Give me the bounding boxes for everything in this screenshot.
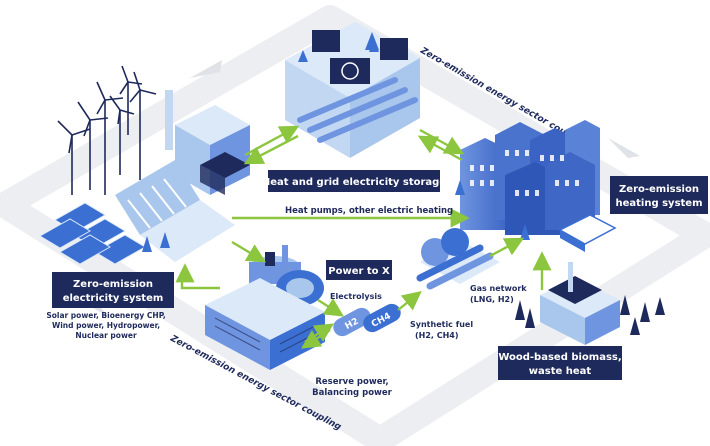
biomass-plant <box>515 262 665 345</box>
label-sources-line1: Solar power, Bioenergy CHP, <box>46 311 166 320</box>
box-electricity-system: Zero-emission electricity system <box>52 272 174 308</box>
bus <box>558 214 617 252</box>
box-heating-system: Zero-emission heating system <box>610 176 708 214</box>
box-electricity-line1: Zero-emission <box>73 279 153 290</box>
box-power-to-x: Power to X <box>326 260 392 280</box>
box-heat-storage-label: Heat and grid electricity storage <box>262 177 446 188</box>
label-heat-pumps: Heat pumps, other electric heating <box>285 206 453 216</box>
storage-pipes <box>297 77 418 143</box>
label-sources-line3: Nuclear power <box>75 331 137 340</box>
box-heat-storage: Heat and grid electricity storage <box>262 170 446 192</box>
flow-arrows <box>175 125 552 349</box>
heat-storage-building <box>285 22 420 158</box>
label-synthetic-fuel-line1: Synthetic fuel <box>410 320 473 329</box>
box-heating-line2: heating system <box>615 198 702 209</box>
gas-network-spheres <box>416 228 500 290</box>
fuel-tanks: H2 CH4 <box>333 303 401 337</box>
label-gas-network-line2: (LNG, H2) <box>470 295 514 304</box>
box-biomass: Wood-based biomass, waste heat <box>498 346 622 380</box>
label-electrolysis: Electrolysis <box>330 292 382 301</box>
box-biomass-line1: Wood-based biomass, <box>498 352 621 363</box>
label-gas-network-line1: Gas network <box>470 284 527 293</box>
generator-units <box>205 278 325 370</box>
wind-turbines <box>57 65 157 195</box>
label-sources-line2: Wind power, Hydropower, <box>52 321 160 330</box>
label-reserve-line1: Reserve power, <box>315 377 388 387</box>
box-biomass-line2: waste heat <box>529 366 592 377</box>
label-reserve-line2: Balancing power <box>312 388 393 398</box>
box-heating-line1: Zero-emission <box>619 184 699 195</box>
box-power-to-x-label: Power to X <box>328 266 390 277</box>
trees <box>142 32 530 252</box>
solar-panels <box>39 202 146 265</box>
city-buildings <box>460 120 617 252</box>
box-electricity-line2: electricity system <box>63 293 164 304</box>
label-synthetic-fuel-line2: (H2, CH4) <box>415 331 459 340</box>
